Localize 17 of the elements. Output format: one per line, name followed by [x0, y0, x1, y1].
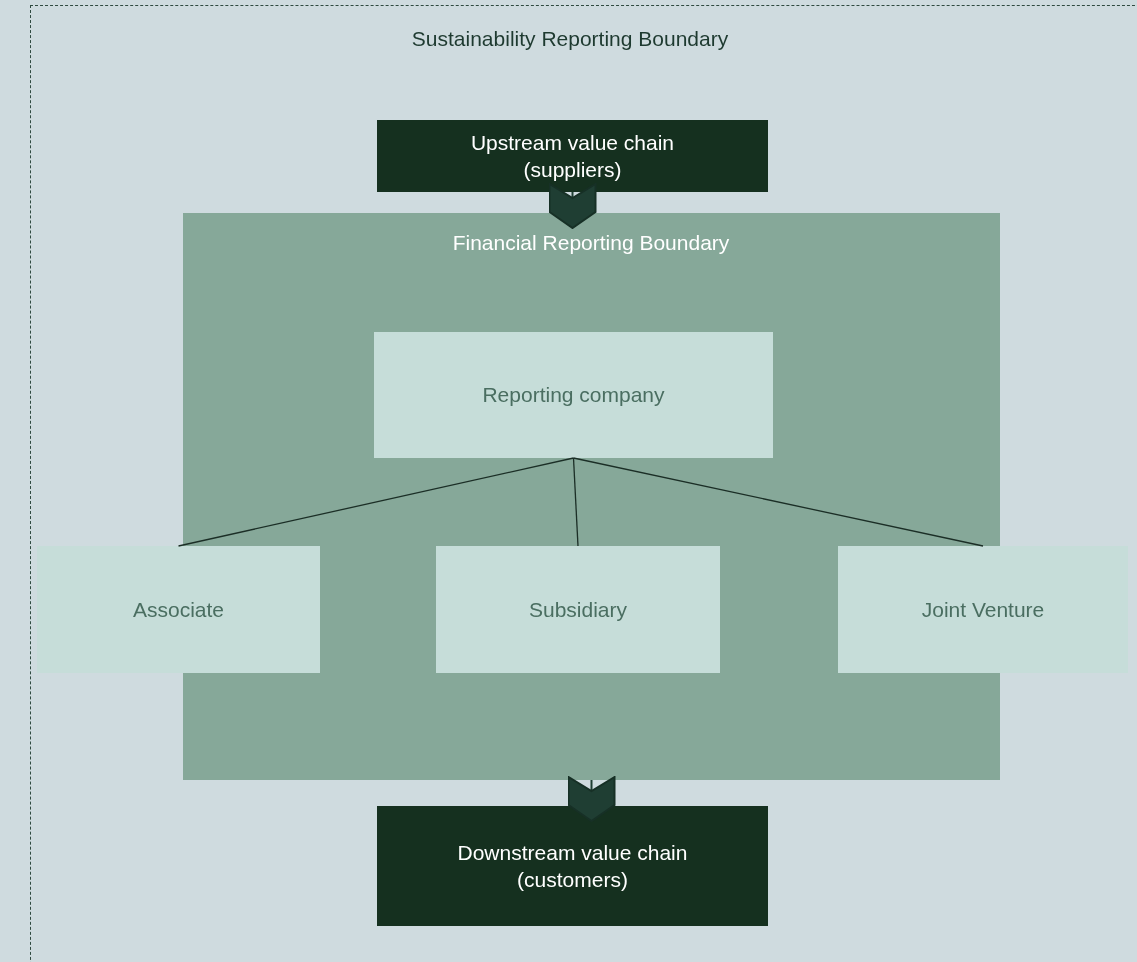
connector-line	[572, 457, 984, 547]
process-box	[377, 120, 768, 192]
connector-line	[177, 457, 575, 547]
entity-box	[374, 332, 773, 458]
box-label: Subsidiary	[527, 596, 629, 623]
entity-box	[37, 546, 320, 673]
box-label: Reporting company	[481, 382, 666, 409]
connector-line	[572, 457, 579, 547]
process-box	[377, 806, 768, 926]
box-label: Joint Venture	[920, 596, 1046, 623]
box-label: Upstream value chain (suppliers)	[469, 129, 676, 183]
entity-box	[838, 546, 1128, 673]
boundary-title: Financial Reporting Boundary	[451, 230, 731, 256]
entity-box	[436, 546, 720, 673]
box-label: Downstream value chain (customers)	[456, 839, 689, 893]
box-label: Associate	[131, 596, 225, 623]
boundary-title: Sustainability Reporting Boundary	[410, 26, 730, 52]
